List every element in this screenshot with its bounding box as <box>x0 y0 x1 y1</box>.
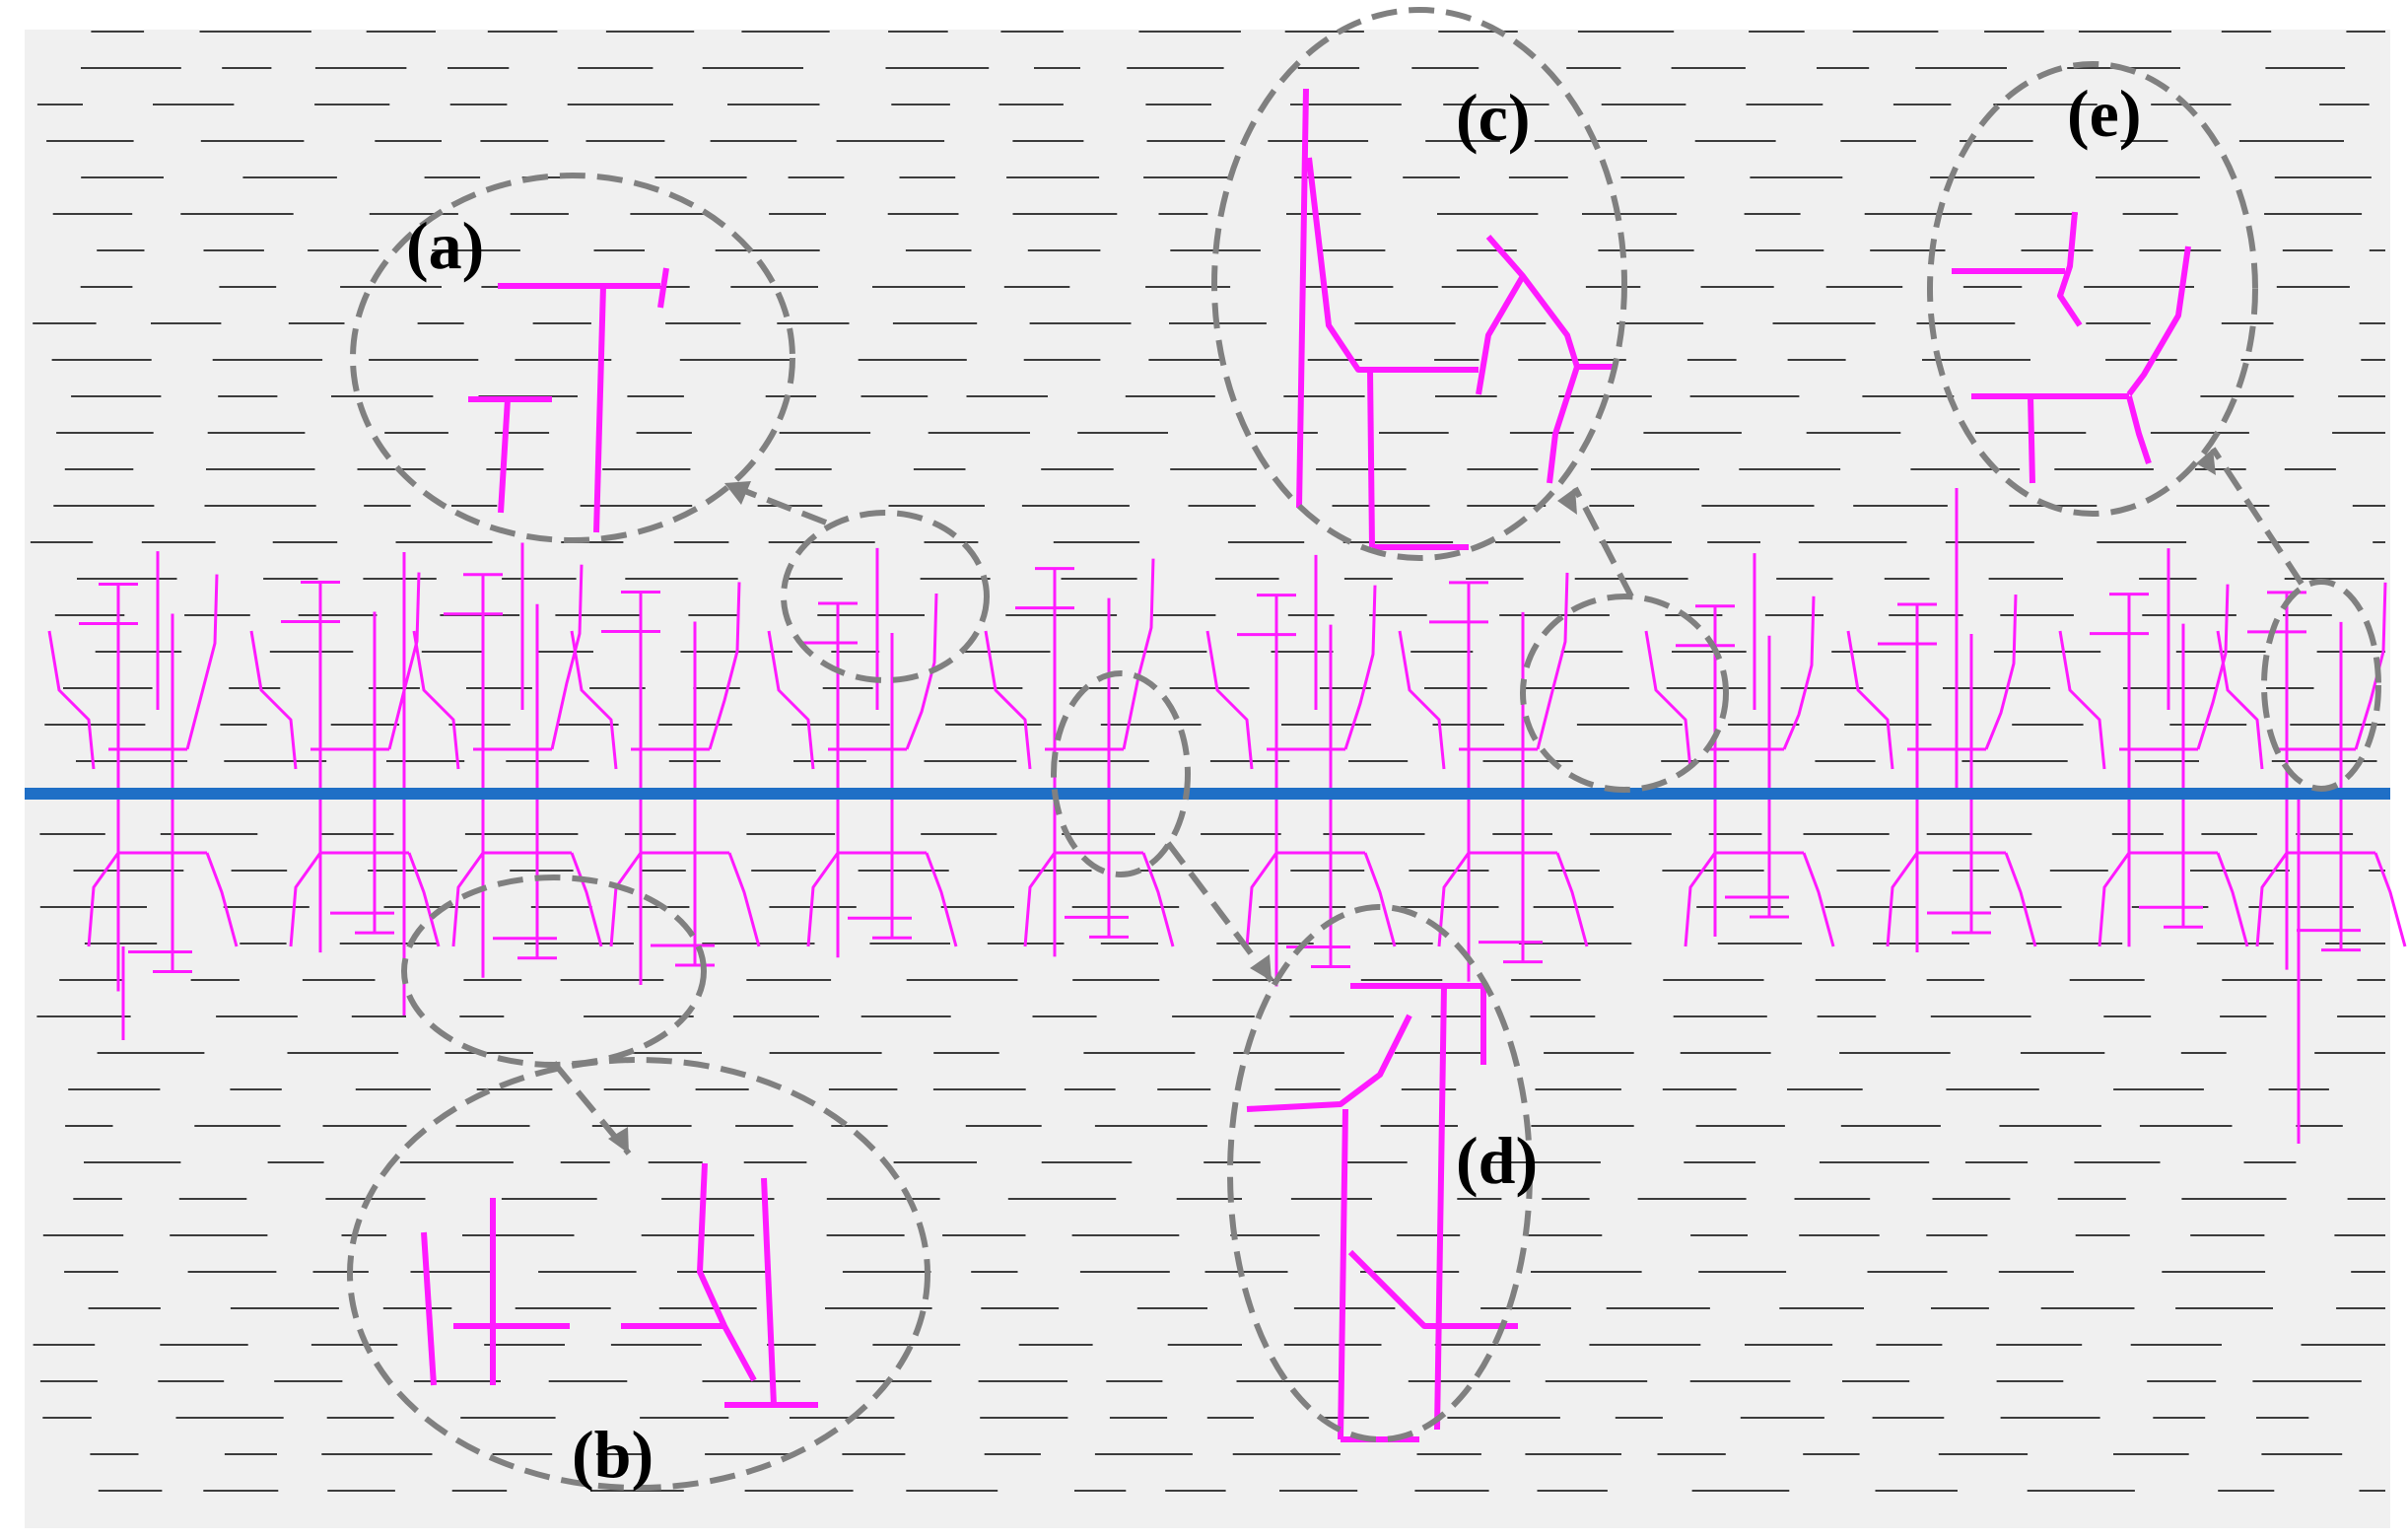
zoom-fracture <box>697 1162 757 1382</box>
fracture-branch <box>407 852 441 947</box>
zoom-fracture <box>1347 1249 1518 1329</box>
bedding-planes <box>30 31 2385 1492</box>
zoom-fracture <box>1476 274 1526 395</box>
fracture-branch <box>1684 852 1717 947</box>
fracture-branch <box>1205 630 1254 770</box>
fracture-branch <box>2255 852 2289 947</box>
zoom-fracture <box>1338 1108 1348 1440</box>
fracture-branch <box>1555 852 1589 947</box>
callout-b-zoom <box>347 1057 930 1491</box>
label-e: (e) <box>2067 76 2141 151</box>
zoom-fracture <box>1485 235 1617 370</box>
zoom-fracture <box>1434 985 1447 1431</box>
fracture-branch <box>185 574 219 750</box>
fracture-branch <box>1536 572 1569 750</box>
arrow-d <box>1165 841 1274 983</box>
zoom-fracture <box>2057 211 2083 327</box>
fracture-branch <box>570 852 603 947</box>
arrowhead-a <box>724 481 751 505</box>
fracture-branch <box>984 630 1032 770</box>
hydraulic-fracture-network <box>47 88 2407 1442</box>
fracture-branch <box>1343 585 1377 750</box>
arrowheads <box>608 449 2216 1154</box>
callout-a-source <box>781 510 990 683</box>
label-a: (a) <box>406 208 484 283</box>
fracture-branch <box>2098 852 2131 947</box>
zoom-fracture <box>1306 157 1479 373</box>
fracture-branch <box>451 852 485 947</box>
fracture-branch <box>1984 594 2018 750</box>
zoom-fracture <box>421 1231 437 1386</box>
fracture-branch <box>1363 852 1397 947</box>
zoom-fracture <box>593 285 606 533</box>
fracture-branch <box>1846 630 1894 770</box>
callout-d-zoom <box>1227 904 1533 1442</box>
callout-c-zoom <box>1211 7 1627 561</box>
fracture-branch <box>2374 852 2407 947</box>
zoom-fracture <box>498 398 511 514</box>
zoom-fracture <box>1547 366 1580 484</box>
fracture-branch <box>1644 630 1692 770</box>
label-b: (b) <box>572 1417 654 1492</box>
fracture-branch <box>925 852 958 947</box>
fracture-branch <box>1141 852 1175 947</box>
arrowhead-e <box>2196 449 2216 475</box>
fracture-branch <box>412 630 460 770</box>
label-d: (d) <box>1456 1123 1538 1198</box>
fracture-branch <box>249 630 298 770</box>
callout-e-zoom <box>1927 61 2258 517</box>
callout-d-source <box>1051 670 1191 877</box>
arrowhead-b <box>608 1127 629 1154</box>
fracture-branch <box>905 593 938 750</box>
fracture-branch <box>2058 630 2106 770</box>
fracture-branch <box>2196 584 2230 750</box>
zoom-fracture <box>1296 88 1309 509</box>
fracture-branch <box>727 852 761 947</box>
zoom-fracture <box>2126 395 2152 464</box>
fracture-branch <box>2004 852 2037 947</box>
fracture-branch <box>708 582 741 750</box>
fracture-branch <box>550 564 584 750</box>
fracture-branch <box>1245 852 1278 947</box>
rock-background <box>25 30 2390 1528</box>
fracture-branch <box>2216 630 2264 770</box>
zoom-fracture <box>2126 245 2191 396</box>
arrowhead-c <box>1557 488 1577 515</box>
callout-e-source <box>2261 579 2381 792</box>
fracture-branch <box>47 630 96 770</box>
fracture-branch <box>205 852 239 947</box>
fracture-branch <box>1802 852 1835 947</box>
panel-labels: (a) (b) (c) (d) (e) <box>406 76 2141 1492</box>
fracture-branch <box>87 852 120 947</box>
fracture-branch <box>289 852 322 947</box>
callout-a-zoom <box>350 173 795 543</box>
zoom-fracture <box>1246 1014 1412 1112</box>
callouts <box>347 7 2381 1491</box>
fracture-branch <box>2216 852 2249 947</box>
fracture-branch <box>1023 852 1057 947</box>
fracture-branch <box>1886 852 1919 947</box>
zoom-fracture <box>657 267 669 309</box>
arrow-c <box>1572 486 1634 598</box>
arrow-e <box>2210 447 2305 586</box>
fracture-branch <box>1122 558 1155 750</box>
fracture-branch <box>387 572 421 750</box>
fracture-branch <box>1782 595 1816 750</box>
fracture-branch <box>806 852 840 947</box>
arrowhead-d <box>1250 954 1272 981</box>
zoom-fracture <box>2028 395 2035 484</box>
label-c: (c) <box>1456 80 1530 155</box>
fracture-branch <box>570 630 618 770</box>
fracture-branch <box>767 630 815 770</box>
callout-c-source <box>1520 594 1729 793</box>
fracture-branch <box>1398 630 1446 770</box>
zoom-fracture <box>761 1177 777 1406</box>
zoom-fracture <box>1367 369 1375 548</box>
